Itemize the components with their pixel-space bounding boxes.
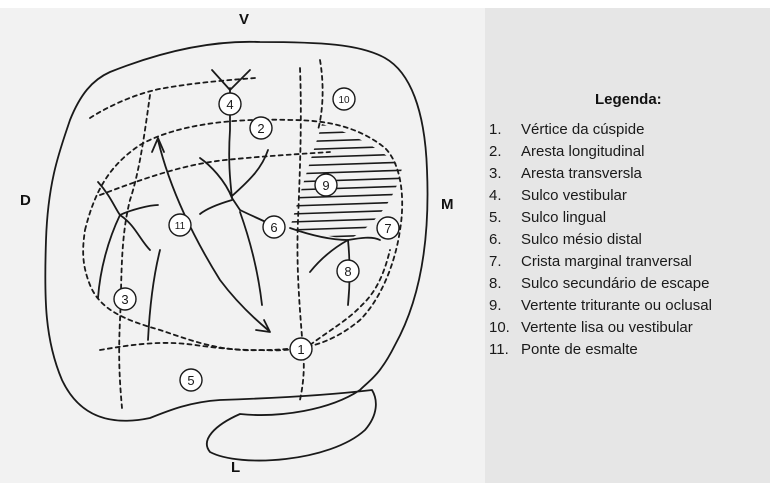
orientation-left-label: D bbox=[20, 192, 31, 209]
legend-item-number: 2. bbox=[489, 142, 521, 162]
marker-3-label: 3 bbox=[121, 292, 128, 307]
legend-item-text: Vertente lisa ou vestibular bbox=[521, 319, 693, 336]
legend-item-text: Sulco vestibular bbox=[521, 187, 627, 204]
legend-item: 1.Vértice da cúspide bbox=[489, 120, 712, 142]
legend-item-number: 5. bbox=[489, 208, 521, 228]
legend-item-text: Aresta transversla bbox=[521, 165, 642, 182]
marker-1-label: 1 bbox=[297, 342, 304, 357]
marker-5-label: 5 bbox=[187, 373, 194, 388]
marker-11-label: 11 bbox=[175, 221, 186, 232]
legend-item-number: 6. bbox=[489, 230, 521, 250]
legend-item-text: Sulco lingual bbox=[521, 209, 606, 226]
legend-item: 10.Vertente lisa ou vestibular bbox=[489, 318, 712, 340]
legend-item: 11.Ponte de esmalte bbox=[489, 340, 712, 362]
legend-item-text: Aresta longitudinal bbox=[521, 143, 644, 160]
marker-6-label: 6 bbox=[270, 220, 277, 235]
legend-item: 5.Sulco lingual bbox=[489, 208, 712, 230]
legend-list: 1.Vértice da cúspide 2.Aresta longitudin… bbox=[489, 120, 712, 362]
legend-item: 6.Sulco mésio distal bbox=[489, 230, 712, 252]
legend-item-number: 11. bbox=[489, 340, 521, 360]
orientation-bottom-label: L bbox=[231, 459, 240, 476]
legend-item-text: Sulco mésio distal bbox=[521, 231, 642, 248]
marker-10-label: 10 bbox=[338, 95, 350, 106]
marker-4-label: 4 bbox=[226, 97, 233, 112]
marker-9-label: 9 bbox=[322, 178, 329, 193]
legend-item-number: 7. bbox=[489, 252, 521, 272]
orientation-right-label: M bbox=[441, 196, 454, 213]
legend-item: 7.Crista marginal tranversal bbox=[489, 252, 712, 274]
legend-item-text: Sulco secundário de escape bbox=[521, 275, 709, 292]
legend-item-number: 8. bbox=[489, 274, 521, 294]
legend-item-number: 4. bbox=[489, 186, 521, 206]
legend-item-text: Vértice da cúspide bbox=[521, 121, 644, 138]
legend-item: 3.Aresta transversla bbox=[489, 164, 712, 186]
marker-2-label: 2 bbox=[257, 121, 264, 136]
legend-item-text: Crista marginal tranversal bbox=[521, 253, 692, 270]
legend-item-number: 9. bbox=[489, 296, 521, 316]
figure-background bbox=[0, 8, 485, 483]
legend-item-number: 3. bbox=[489, 164, 521, 184]
legend-item-text: Vertente triturante ou oclusal bbox=[521, 297, 712, 314]
legend-title: Legenda: bbox=[595, 91, 662, 108]
marker-7-label: 7 bbox=[384, 221, 391, 236]
legend-item: 2.Aresta longitudinal bbox=[489, 142, 712, 164]
legend-item: 9.Vertente triturante ou oclusal bbox=[489, 296, 712, 318]
legend-item: 8.Sulco secundário de escape bbox=[489, 274, 712, 296]
legend-item-text: Ponte de esmalte bbox=[521, 341, 638, 358]
marker-8-label: 8 bbox=[344, 264, 351, 279]
legend-item-number: 1. bbox=[489, 120, 521, 140]
legend-item-number: 10. bbox=[489, 318, 521, 338]
legend-item: 4.Sulco vestibular bbox=[489, 186, 712, 208]
orientation-top-label: V bbox=[239, 11, 249, 28]
